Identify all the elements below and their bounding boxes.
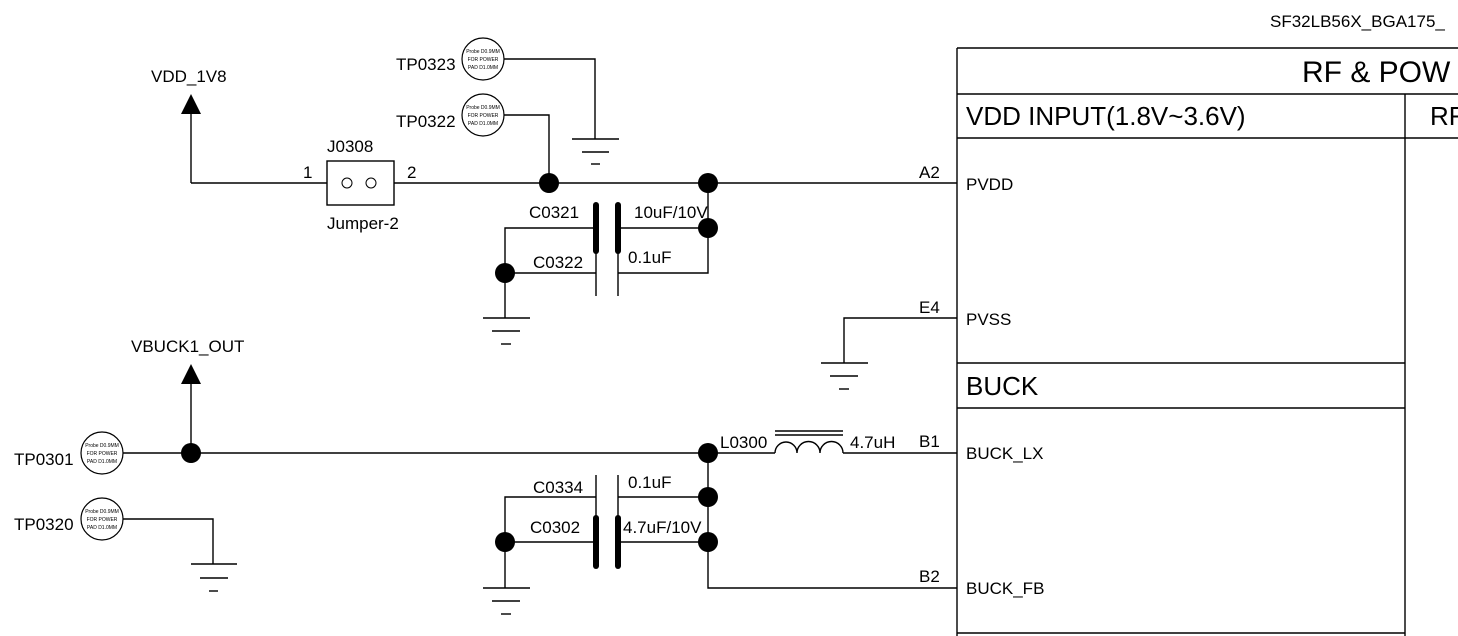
ground-icon	[483, 317, 530, 345]
power-arrow-icon	[181, 94, 201, 114]
pin-ball-b2: B2	[919, 567, 940, 586]
jumper-pin2: 2	[407, 163, 416, 182]
jumper-body	[326, 160, 395, 206]
cap-value: 0.1uF	[628, 473, 671, 492]
jumper-pin-icon	[365, 177, 377, 189]
cap-ref: C0302	[530, 518, 580, 537]
part-name: SF32LB56X_BGA175_	[1270, 12, 1445, 31]
cap-ref: C0321	[529, 203, 579, 222]
inductor-ref: L0300	[720, 433, 767, 452]
power-port-vbuck1-out: VBUCK1_OUT	[131, 337, 244, 453]
tp-ref: TP0323	[396, 55, 456, 74]
net-label-vdd-1v8: VDD_1V8	[151, 67, 227, 86]
test-point-tp0323: TP0323 Probe D0.9MM FOR POWER PAD D1.0MM	[396, 37, 619, 165]
svg-text:FOR POWER: FOR POWER	[468, 57, 499, 63]
section-vdd-input: VDD INPUT(1.8V~3.6V)	[966, 101, 1246, 131]
tp-ref: TP0322	[396, 112, 456, 131]
svg-text:PAD D1.0MM: PAD D1.0MM	[468, 121, 498, 127]
ground-icon	[483, 587, 530, 615]
svg-text:FOR POWER: FOR POWER	[87, 517, 118, 523]
pvss-ground	[821, 317, 957, 390]
pin-name-pvdd: PVDD	[966, 175, 1013, 194]
ground-icon	[572, 138, 619, 165]
junction-dot	[495, 263, 515, 283]
test-point-tp0301: TP0301 Probe D0.9MM FOR POWER PAD D1.0MM	[14, 431, 124, 475]
svg-text:FOR POWER: FOR POWER	[87, 451, 118, 457]
cap-ref: C0334	[533, 478, 583, 497]
inductor-value: 4.7uH	[850, 433, 895, 452]
test-point-tp0320: TP0320 Probe D0.9MM FOR POWER PAD D1.0MM	[14, 497, 237, 592]
buck-output-caps: C0334 0.1uF C0302 4.7uF/10V	[483, 453, 957, 615]
pin-ball-e4: E4	[919, 298, 940, 317]
cap-value: 10uF/10V	[634, 203, 708, 222]
jumper-pin1: 1	[303, 163, 312, 182]
tp-ref: TP0320	[14, 515, 74, 534]
ground-icon	[191, 563, 237, 592]
svg-text:PAD D1.0MM: PAD D1.0MM	[87, 459, 117, 465]
junction-dot	[698, 487, 718, 507]
pin-name-buck-lx: BUCK_LX	[966, 444, 1043, 463]
junction-dot	[181, 443, 201, 463]
junction-dot	[698, 218, 718, 238]
svg-text:FOR POWER: FOR POWER	[468, 113, 499, 119]
cap-value: 4.7uF/10V	[623, 518, 702, 537]
power-arrow-icon	[181, 364, 201, 384]
net-label-vbuck1-out: VBUCK1_OUT	[131, 337, 244, 356]
decoupling-caps-pvdd: C0321 10uF/10V C0322 0.1uF	[483, 183, 718, 345]
inductor-l0300: L0300 4.7uH	[720, 430, 957, 454]
power-port-vdd-1v8: VDD_1V8	[151, 67, 327, 184]
pin-name-buck-fb: BUCK_FB	[966, 579, 1044, 598]
jumper-ref: J0308	[327, 137, 373, 156]
ground-icon	[821, 362, 868, 390]
svg-text:Probe D0.9MM: Probe D0.9MM	[85, 443, 119, 449]
junction-dot	[495, 532, 515, 552]
ic-symbol: SF32LB56X_BGA175_ RF & POW VDD INPUT(1.8…	[919, 12, 1458, 636]
jumper-pin-icon	[341, 177, 353, 189]
pin-ball-b1: B1	[919, 432, 940, 451]
test-point-tp0322: TP0322 Probe D0.9MM FOR POWER PAD D1.0MM	[396, 93, 550, 183]
svg-text:PAD D1.0MM: PAD D1.0MM	[87, 525, 117, 531]
junction-dot	[698, 532, 718, 552]
cap-value: 0.1uF	[628, 248, 671, 267]
svg-text:PAD D1.0MM: PAD D1.0MM	[468, 65, 498, 71]
pin-ball-a2: A2	[919, 163, 940, 182]
section-buck: BUCK	[966, 371, 1039, 401]
svg-text:Probe D0.9MM: Probe D0.9MM	[466, 105, 500, 111]
section-rf: RF	[1430, 101, 1458, 131]
svg-text:Probe D0.9MM: Probe D0.9MM	[85, 509, 119, 515]
pin-name-pvss: PVSS	[966, 310, 1011, 329]
ic-title: RF & POW	[1302, 56, 1451, 89]
tp-ref: TP0301	[14, 450, 74, 469]
jumper-j0308: J0308 1 2 Jumper-2	[303, 137, 416, 233]
cap-ref: C0322	[533, 253, 583, 272]
svg-text:Probe D0.9MM: Probe D0.9MM	[466, 49, 500, 55]
inductor-coil-icon	[774, 440, 844, 454]
jumper-value: Jumper-2	[327, 214, 399, 233]
